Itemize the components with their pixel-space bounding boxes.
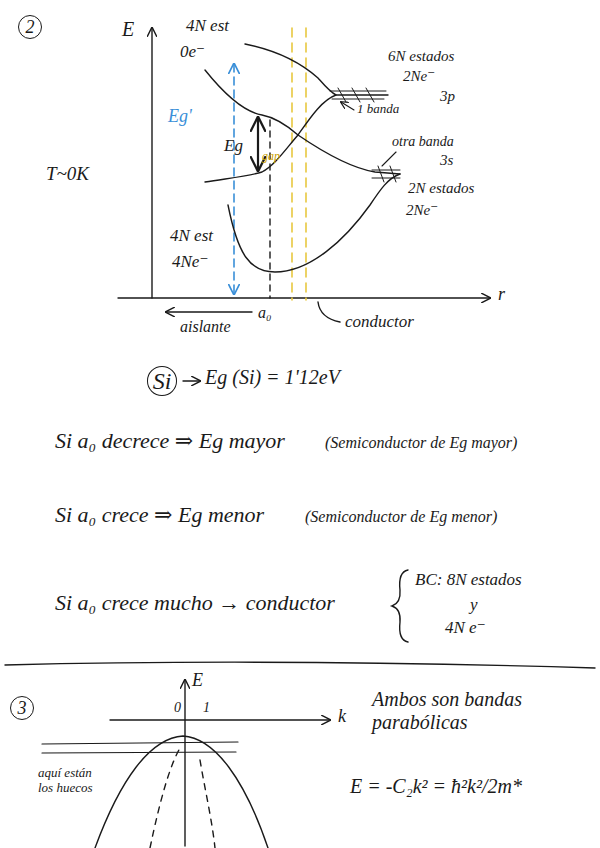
level-hatch [330, 88, 386, 102]
axis-label: r [498, 284, 505, 305]
holes-note: aquí están los huecos [38, 766, 104, 796]
region-label: conductor [345, 312, 414, 332]
level-label: 3s [440, 152, 453, 169]
dashed-band [200, 760, 215, 848]
tick-label: 1 [203, 700, 210, 716]
implies-arrow [183, 380, 200, 381]
level-label: 3p [440, 88, 455, 105]
brace [392, 570, 408, 642]
circled-text: 2 [26, 18, 35, 36]
band-edge [205, 70, 298, 135]
gap-label: Eg' [168, 106, 192, 127]
gap-label: Eg [224, 136, 243, 156]
circled-text: 3 [18, 699, 27, 717]
distance-label: a₀ [258, 304, 272, 322]
gap-arrow [233, 64, 235, 294]
gap-arrow [257, 118, 259, 170]
electron-count: 4Ne⁻ [172, 252, 208, 272]
gap-label: gap [262, 150, 280, 164]
note-aside: (Semiconductor de Eg mayor) [325, 434, 517, 452]
level-hatch [372, 166, 400, 182]
axis-label: k [338, 706, 346, 727]
band-edge [298, 135, 400, 174]
band-label: 1 banda [357, 102, 399, 117]
tick-label: 0 [174, 700, 181, 716]
distance-axis [118, 297, 490, 298]
note-line: Si a₀ decrece ⇒ Eg mayor [55, 428, 285, 453]
region-label: aislante [180, 318, 231, 336]
band-note: BC: 8N estados [415, 570, 522, 590]
leader-line [318, 302, 340, 322]
electron-count: 2Ne⁻ [403, 68, 435, 85]
circled-text: Si [153, 369, 172, 393]
band-edge [228, 174, 400, 272]
band-edge [205, 135, 298, 182]
band-note: y [470, 595, 478, 615]
k-axis [110, 719, 330, 720]
band-note: 4N e⁻ [445, 618, 486, 638]
state-count: 6N estados [388, 48, 454, 65]
band-label: otra banda [392, 134, 454, 150]
band-edge [245, 44, 336, 95]
leader-line [341, 102, 354, 110]
temperature-note: T~0K [46, 163, 89, 185]
circled-label: Si [147, 366, 178, 396]
direction-arrow [166, 311, 252, 312]
axis-label: E [192, 670, 203, 691]
axis-label: E [122, 18, 134, 41]
circled-label: 3 [10, 696, 34, 720]
electron-count: 2Ne⁻ [406, 202, 438, 219]
state-count: 4N est [170, 226, 213, 246]
note-line: Si a₀ crece ⇒ Eg menor [55, 502, 264, 527]
leader-line [382, 152, 396, 166]
note-aside: (Semiconductor de Eg menor) [305, 508, 497, 526]
note-line: Si a₀ crece mucho → conductor [55, 590, 335, 615]
circled-label: 2 [18, 15, 42, 39]
state-count: 2N estados [408, 180, 474, 197]
state-count: 4N est [186, 16, 229, 36]
electron-count: 0e⁻ [180, 42, 205, 62]
separator-line [5, 662, 595, 668]
gap-limit-line [291, 28, 293, 300]
band-note: Ambos son bandas parabólicas [372, 688, 552, 734]
equation: E = -C₂k² = ħ²k²/2m* [350, 775, 522, 798]
energy-axis [184, 680, 185, 846]
energy-axis [151, 28, 152, 298]
gap-value: Eg (Si) = 1'12eV [205, 366, 340, 389]
level-line [42, 742, 238, 753]
dashed-band [150, 748, 180, 848]
